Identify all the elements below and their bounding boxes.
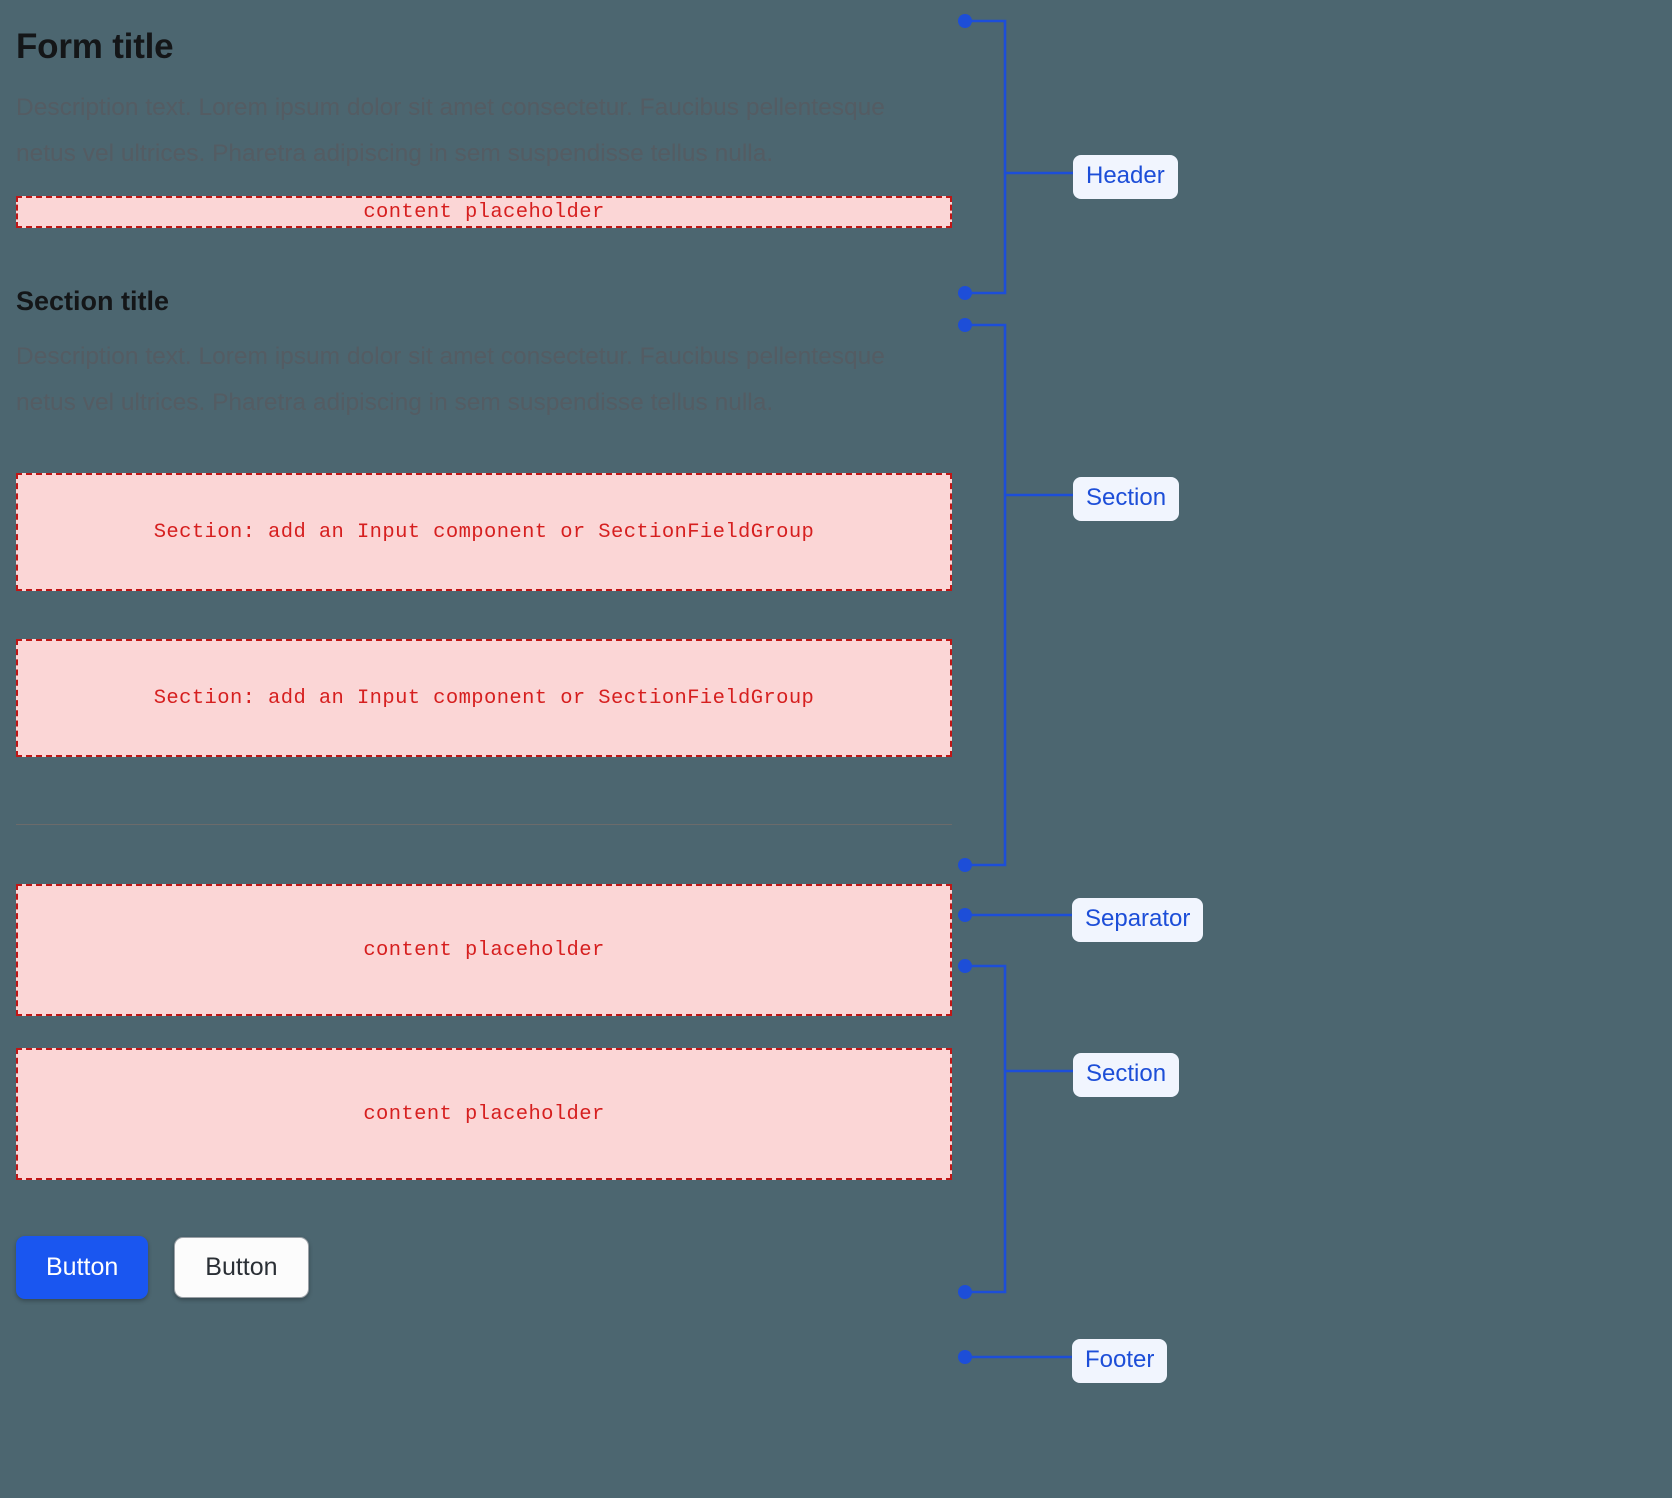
section-field-placeholder[interactable]: Section: add an Input component or Secti… xyxy=(16,473,952,592)
annotation-label-header: Header xyxy=(1073,155,1178,199)
section-one-description: Description text. Lorem ipsum dolor sit … xyxy=(16,343,885,416)
form-column: Form title Description text. Lorem ipsum… xyxy=(16,0,952,1300)
section-two: content placeholder content placeholder xyxy=(16,884,952,1181)
bracket-section-one xyxy=(965,323,1007,867)
annotation-label-section-one: Section xyxy=(1073,477,1180,521)
header-content-placeholder[interactable]: content placeholder xyxy=(16,196,952,228)
primary-button[interactable]: Button xyxy=(16,1236,149,1300)
bracket-section-two xyxy=(965,964,1007,1294)
section-two-content-placeholder[interactable]: content placeholder xyxy=(16,1048,952,1181)
anchor-dot xyxy=(958,959,972,973)
form-header: Form title Description text. Lorem ipsum… xyxy=(16,0,952,228)
section-title: Section title xyxy=(16,286,170,316)
header-description: Description text. Lorem ipsum dolor sit … xyxy=(16,94,885,167)
anchor-dot xyxy=(958,1350,972,1364)
anchor-dot xyxy=(958,318,972,332)
annotation-label-footer: Footer xyxy=(1072,1339,1168,1383)
form-footer: Button Button xyxy=(16,1236,952,1300)
separator xyxy=(16,824,952,826)
section-two-content-placeholder[interactable]: content placeholder xyxy=(16,884,952,1017)
annotation-label-separator: Separator xyxy=(1072,898,1204,942)
page-title: Form title xyxy=(16,27,174,66)
secondary-button[interactable]: Button xyxy=(174,1237,309,1299)
section-field-placeholder[interactable]: Section: add an Input component or Secti… xyxy=(16,639,952,758)
section-one: Section title Description text. Lorem ip… xyxy=(16,285,952,758)
anchor-dot xyxy=(958,858,972,872)
anchor-dot xyxy=(958,14,972,28)
anchor-dot xyxy=(958,286,972,300)
anchor-dot xyxy=(958,908,972,922)
anchor-dot xyxy=(958,1285,972,1299)
annotation-label-section-two: Section xyxy=(1073,1053,1180,1097)
bracket-header xyxy=(965,19,1007,295)
